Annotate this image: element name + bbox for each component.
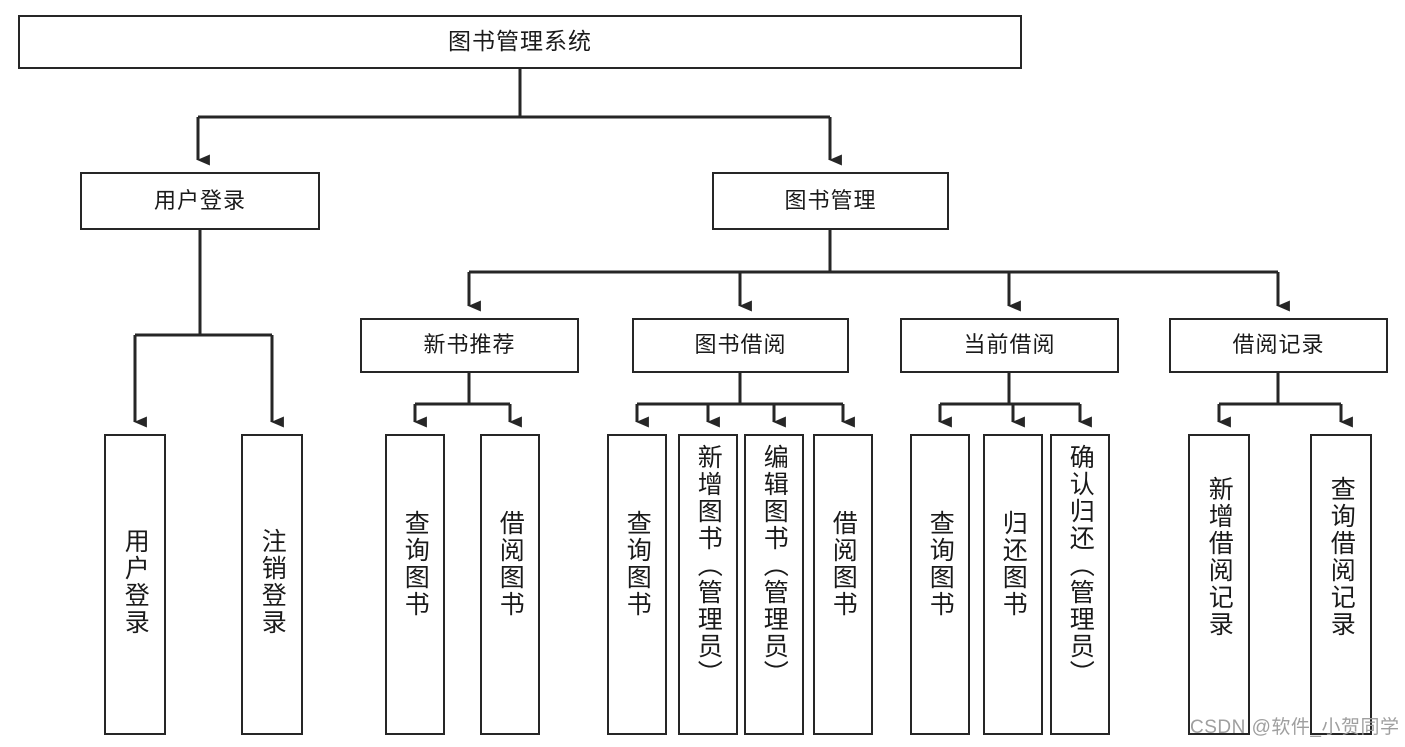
leaf-edit-book-admin[interactable]: 编辑图书（管理员） <box>744 434 804 735</box>
node-current-borrow-label: 当前借阅 <box>963 332 1056 358</box>
node-borrow-record[interactable]: 借阅记录 <box>1169 318 1388 373</box>
leaf-query-book-cb-label: 查询图书 <box>926 510 955 618</box>
leaf-edit-book-admin-label: 编辑图书（管理员） <box>760 444 789 687</box>
node-user-login-label: 用户登录 <box>153 187 246 213</box>
leaf-return-book-label: 归还图书 <box>999 510 1028 618</box>
leaf-borrow-book-nb[interactable]: 借阅图书 <box>480 434 540 735</box>
leaf-logout[interactable]: 注销登录 <box>241 434 303 735</box>
node-new-book-recommend[interactable]: 新书推荐 <box>360 318 579 373</box>
leaf-lend-book-bw[interactable]: 借阅图书 <box>813 434 873 735</box>
leaf-query-book-cb[interactable]: 查询图书 <box>910 434 970 735</box>
leaf-logout-label: 注销登录 <box>258 528 287 636</box>
watermark: CSDN @软件_小贺同学 <box>1190 717 1400 738</box>
leaf-borrow-book-nb-label: 借阅图书 <box>496 510 525 618</box>
leaf-query-book-bw-label: 查询图书 <box>623 510 652 618</box>
leaf-confirm-return-admin-label: 确认归还（管理员） <box>1066 444 1095 687</box>
leaf-user-login-label: 用户登录 <box>121 528 150 636</box>
leaf-add-borrow-record[interactable]: 新增借阅记录 <box>1188 434 1250 735</box>
leaf-add-borrow-record-label: 新增借阅记录 <box>1205 476 1234 638</box>
leaf-query-borrow-record[interactable]: 查询借阅记录 <box>1310 434 1372 735</box>
leaf-confirm-return-admin[interactable]: 确认归还（管理员） <box>1050 434 1110 735</box>
leaf-add-book-admin[interactable]: 新增图书（管理员） <box>678 434 738 735</box>
leaf-query-book-bw[interactable]: 查询图书 <box>607 434 667 735</box>
node-new-book-recommend-label: 新书推荐 <box>423 332 516 358</box>
node-root-label: 图书管理系统 <box>448 28 592 55</box>
leaf-query-book-nb[interactable]: 查询图书 <box>385 434 445 735</box>
node-book-borrow[interactable]: 图书借阅 <box>632 318 849 373</box>
node-book-management-label: 图书管理 <box>784 187 877 213</box>
node-user-login[interactable]: 用户登录 <box>80 172 320 230</box>
leaf-query-book-nb-label: 查询图书 <box>401 510 430 618</box>
node-borrow-record-label: 借阅记录 <box>1232 332 1325 358</box>
leaf-add-book-admin-label: 新增图书（管理员） <box>694 444 723 687</box>
leaf-query-borrow-record-label: 查询借阅记录 <box>1327 476 1356 638</box>
leaf-return-book[interactable]: 归还图书 <box>983 434 1043 735</box>
leaf-lend-book-bw-label: 借阅图书 <box>829 510 858 618</box>
node-current-borrow[interactable]: 当前借阅 <box>900 318 1119 373</box>
leaf-user-login[interactable]: 用户登录 <box>104 434 166 735</box>
node-book-borrow-label: 图书借阅 <box>694 332 787 358</box>
node-book-management[interactable]: 图书管理 <box>712 172 949 230</box>
node-root[interactable]: 图书管理系统 <box>18 15 1022 69</box>
